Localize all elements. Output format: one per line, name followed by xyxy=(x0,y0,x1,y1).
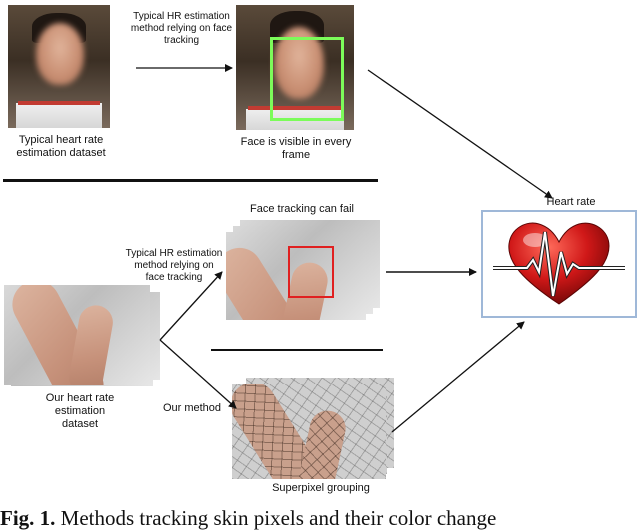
blurred-face xyxy=(36,23,84,85)
face-tracked-image xyxy=(236,5,354,130)
superpixel-image xyxy=(232,384,386,479)
our-method-label: Our method xyxy=(162,402,222,414)
mid-arrow-label: Typical HR estimation method relying on … xyxy=(125,248,223,283)
superpixel-label: Superpixel grouping xyxy=(272,482,370,494)
heart-rate-label: Heart rate xyxy=(546,196,596,208)
our-dataset-image xyxy=(4,285,150,385)
heart-rate-panel xyxy=(481,210,637,318)
section-divider xyxy=(3,179,378,182)
our-dataset-caption: Our heart rate estimation dataset xyxy=(45,392,115,430)
hand-tracking-image xyxy=(226,232,366,320)
arrow-face-to-hr xyxy=(367,69,553,199)
top-arrow-label: Typical HR estimation method relying on … xyxy=(130,11,233,46)
typical-dataset-image xyxy=(8,5,110,128)
arrow-superpixel-to-hr xyxy=(391,321,525,433)
figure-caption-text: Methods tracking skin pixels and their c… xyxy=(55,506,497,530)
method-divider xyxy=(211,349,383,351)
face-tracking-box xyxy=(270,37,344,121)
heart-icon xyxy=(493,222,625,305)
figure-caption: Fig. 1. Methods tracking skin pixels and… xyxy=(0,506,640,530)
figure-number: Fig. 1. xyxy=(0,506,56,530)
typical-dataset-caption: Typical heart rate estimation dataset xyxy=(16,134,106,159)
face-visible-caption: Face is visible in every frame xyxy=(240,136,352,161)
hand-tracking-box xyxy=(288,246,334,298)
face-tracking-fail-label: Face tracking can fail xyxy=(250,203,354,215)
